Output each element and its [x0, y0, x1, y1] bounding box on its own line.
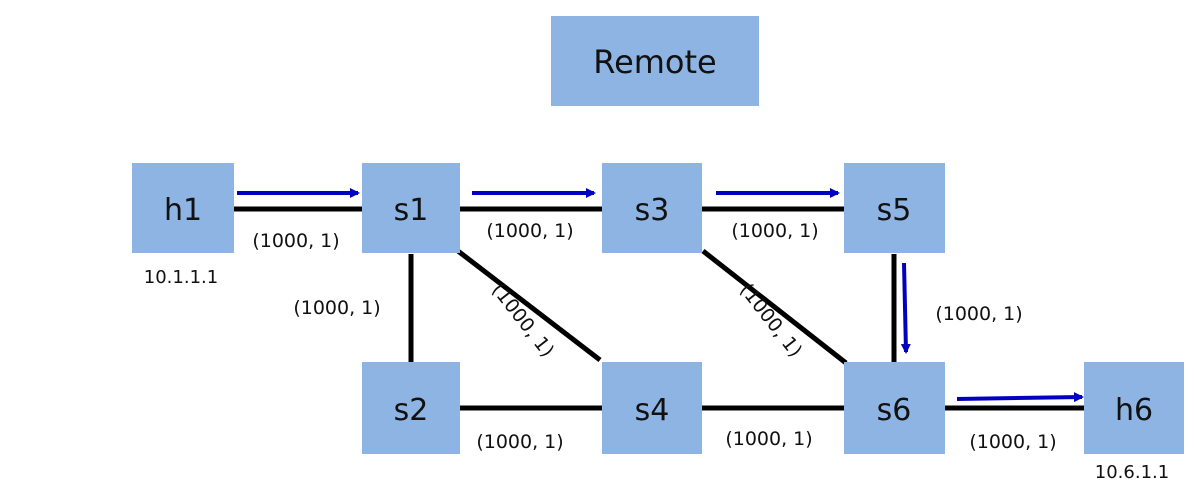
flow-arrow-s5-s6: [900, 262, 911, 354]
ip-label-h6: 10.6.1.1: [1095, 462, 1169, 483]
link-label-s1-s3: (1000, 1): [486, 220, 573, 242]
link-label-s3-s6: (1000, 1): [735, 279, 806, 361]
node-s4: s4: [602, 362, 702, 454]
node-label-h6: h6: [1115, 393, 1153, 428]
flow-arrow-s6-h6: [956, 392, 1084, 403]
controller-remote: Remote: [551, 16, 759, 106]
controller-label: Remote: [593, 43, 716, 81]
link-label-s2-s4: (1000, 1): [476, 431, 563, 453]
node-label-s5: s5: [877, 193, 912, 228]
link-s3-s6: [701, 249, 848, 365]
link-label-s1-s2: (1000, 1): [293, 297, 380, 319]
links: [234, 206, 1084, 411]
link-label-s5-s6: (1000, 1): [935, 303, 1022, 325]
host-addresses: 10.1.1.1 10.6.1.1: [144, 267, 1169, 483]
node-h1: h1: [132, 163, 234, 253]
node-s1: s1: [362, 163, 460, 253]
node-s5: s5: [844, 163, 945, 253]
node-label-h1: h1: [164, 193, 202, 228]
node-s2: s2: [362, 362, 460, 454]
flow-arrows: [237, 188, 1084, 403]
link-label-s3-s5: (1000, 1): [731, 220, 818, 242]
nodes: h1 s1 s3 s5 s2 s4 s6 h6: [132, 163, 1184, 454]
link-s1-s4: [456, 249, 602, 362]
node-label-s3: s3: [635, 193, 670, 228]
node-s6: s6: [844, 362, 945, 454]
link-label-s6-h6: (1000, 1): [969, 431, 1056, 453]
node-label-s6: s6: [877, 393, 912, 428]
ip-label-h1: 10.1.1.1: [144, 267, 218, 288]
link-label-s4-s6: (1000, 1): [725, 428, 812, 450]
controller-box: [551, 16, 759, 106]
node-label-s4: s4: [635, 393, 670, 428]
link-label-h1-s1: (1000, 1): [252, 230, 339, 252]
node-label-s1: s1: [394, 193, 429, 228]
node-h6: h6: [1084, 362, 1184, 454]
node-label-s2: s2: [394, 393, 429, 428]
node-s3: s3: [602, 163, 702, 253]
